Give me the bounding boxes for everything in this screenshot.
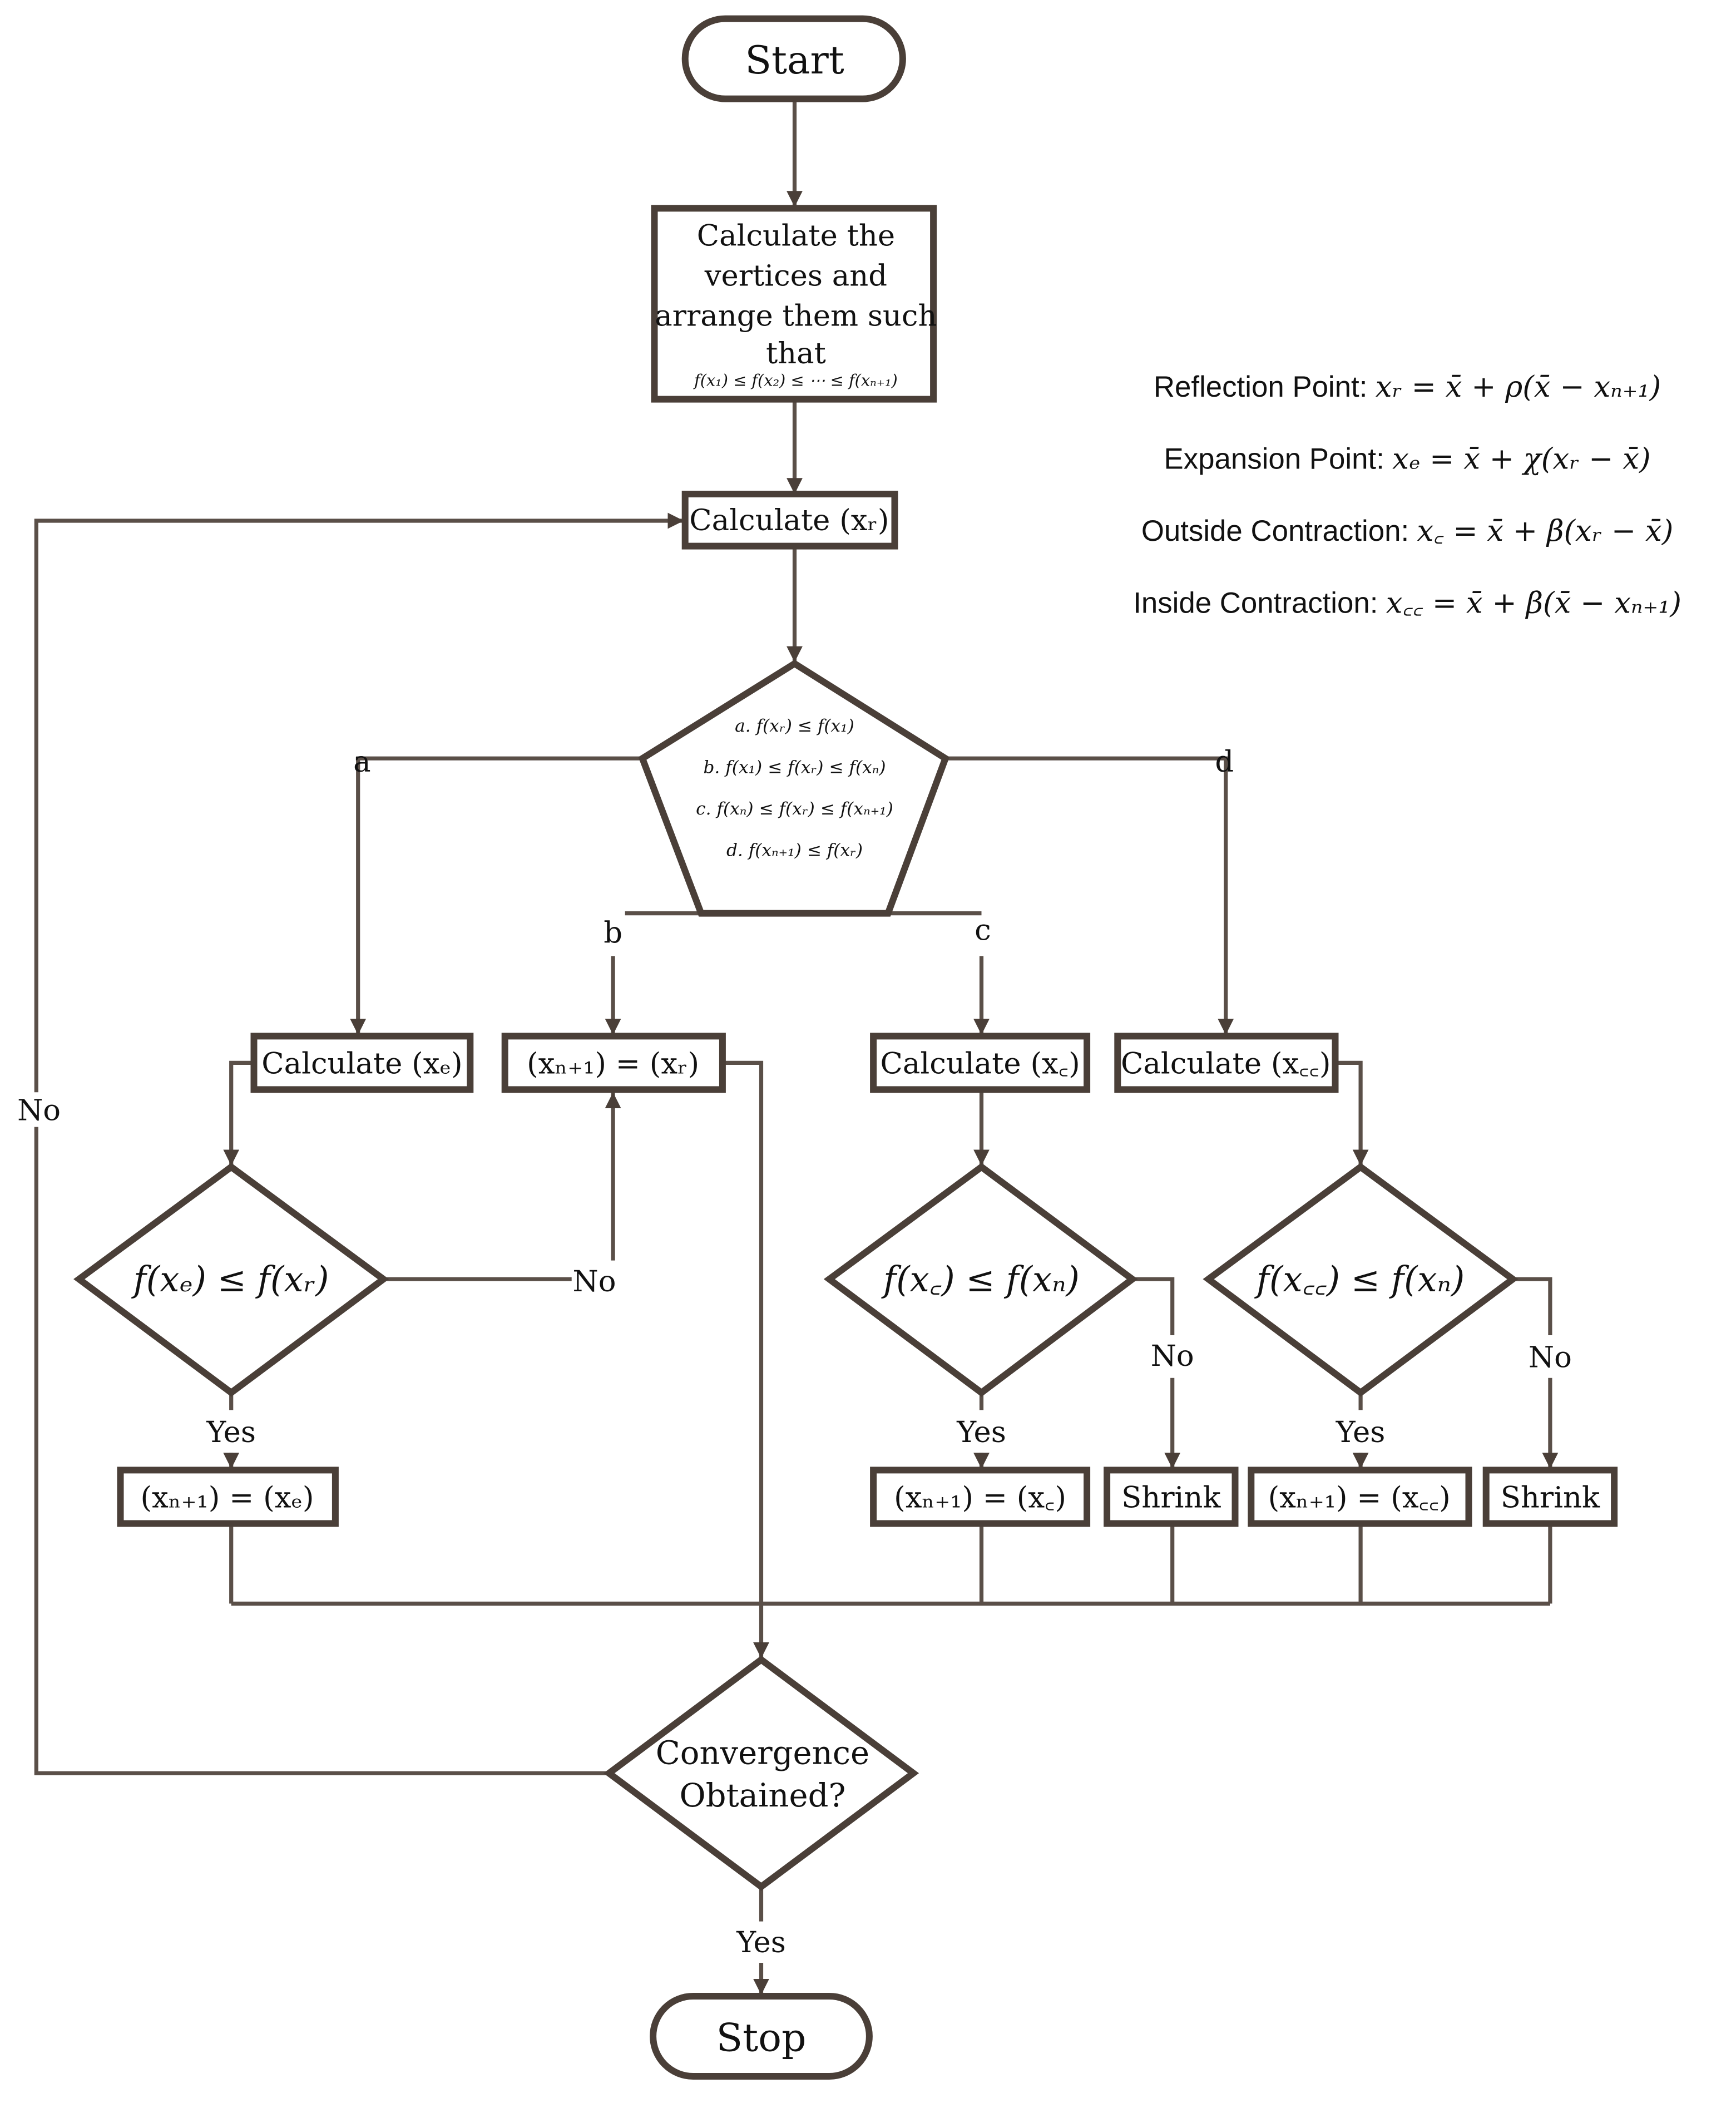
- formula-reflection: Reflection Point: xᵣ = x̄ + ρ(x̄ − xₙ₊₁): [1154, 370, 1661, 404]
- stop-node: Stop: [650, 1993, 873, 2080]
- accept-inside-process: [1248, 1467, 1472, 1527]
- accept-inside-node: (xₙ₊₁) = (x꜀꜀): [1248, 1467, 1472, 1527]
- reflection-process: [681, 491, 898, 550]
- edge-branch-a: [350, 756, 645, 1035]
- shrink-process-2: [1482, 1467, 1618, 1527]
- formula-reflection-eq: xᵣ = x̄ + ρ(x̄ − xₙ₊₁): [1376, 370, 1661, 404]
- shrink-process-1: [1104, 1467, 1239, 1527]
- label-no-inside: No: [1529, 1341, 1572, 1375]
- outside-test-diamond: [823, 1163, 1138, 1397]
- expansion-node: Calculate (xₑ): [250, 1033, 474, 1093]
- shrink-label-1: Shrink: [1121, 1481, 1221, 1515]
- label-no-outside: No: [1151, 1339, 1194, 1373]
- accept-expansion-node: (xₙ₊₁) = (xₑ): [117, 1467, 339, 1527]
- formula-inside-name: Inside Contraction:: [1133, 587, 1378, 620]
- expansion-label: Calculate (xₑ): [261, 1047, 462, 1081]
- condition-b: b. f(x₁) ≤ f(xᵣ) ≤ f(xₙ): [703, 758, 886, 778]
- formula-inside-eq: x꜀꜀ = x̄ + β(x̄ − xₙ₊₁): [1386, 586, 1681, 620]
- label-no-expansion: No: [573, 1265, 616, 1299]
- branch-label-b: b: [604, 916, 622, 950]
- outside-contraction-label: Calculate (x꜀): [881, 1047, 1080, 1081]
- label-yes-stop: Yes: [736, 1926, 786, 1959]
- formula-inside: Inside Contraction:x꜀꜀ = x̄ + β(x̄ − xₙ₊…: [1133, 586, 1681, 620]
- start-label: Start: [745, 38, 844, 83]
- init-process: [651, 205, 937, 403]
- formula-expansion: Expansion Point:xₑ = x̄ + χ(xᵣ − x̄): [1164, 442, 1651, 476]
- branch-label-c: c: [975, 914, 991, 947]
- formula-expansion-eq: xₑ = x̄ + χ(xᵣ − x̄): [1392, 442, 1650, 476]
- formula-legend: Reflection Point:xᵣ = x̄ + ρ(x̄ − xₙ₊₁) …: [1133, 370, 1681, 620]
- branch-label-a: a: [353, 745, 370, 779]
- formula-outside-eq: x꜀ = x̄ + β(xᵣ − x̄): [1417, 514, 1674, 548]
- formula-reflection-name: Reflection Point:: [1154, 371, 1367, 403]
- condition-c: c. f(xₙ) ≤ f(xᵣ) ≤ f(xₙ₊₁): [696, 799, 893, 819]
- inside-test-label: f(x꜀꜀) ≤ f(xₙ): [1254, 1259, 1465, 1300]
- convergence-diamond: [603, 1655, 919, 1891]
- accept-expansion-label: (xₙ₊₁) = (xₑ): [140, 1481, 314, 1515]
- inside-contraction-label: Calculate (x꜀꜀): [1121, 1047, 1331, 1081]
- accept-outside-node: (xₙ₊₁) = (x꜀): [870, 1467, 1091, 1527]
- stop-label: Stop: [716, 2015, 806, 2060]
- accept-reflection-process: [501, 1033, 726, 1093]
- outside-contraction-node: Calculate (x꜀): [870, 1033, 1091, 1093]
- expansion-test-diamond: [73, 1163, 389, 1397]
- shrink-node-1: Shrink: [1104, 1467, 1239, 1527]
- edge-to-convergence: [722, 1060, 769, 1658]
- inside-test-node: f(x꜀꜀) ≤ f(xₙ): [1203, 1163, 1519, 1397]
- inside-contraction-process: [1114, 1033, 1339, 1093]
- edge-loop-a: [34, 1127, 608, 1775]
- edge-outside-no: [1132, 1277, 1175, 1335]
- reflection-node: Calculate (xᵣ): [681, 491, 898, 550]
- label-yes-outside: Yes: [956, 1415, 1006, 1449]
- condition-node: a. f(xᵣ) ≤ f(x₁) b. f(x₁) ≤ f(xᵣ) ≤ f(xₙ…: [638, 659, 950, 917]
- start-node: Start: [681, 15, 906, 102]
- label-yes-inside: Yes: [1336, 1415, 1386, 1449]
- formula-outside-name: Outside Contraction:: [1141, 515, 1409, 547]
- accept-reflection-label: (xₙ₊₁) = (xᵣ): [527, 1047, 699, 1081]
- convergence-line-2: Obtained?: [679, 1777, 845, 1814]
- label-yes-expansion: Yes: [206, 1415, 256, 1449]
- outside-contraction-process: [870, 1033, 1091, 1093]
- accept-inside-label: (xₙ₊₁) = (x꜀꜀): [1268, 1481, 1451, 1515]
- shrink-label-2: Shrink: [1501, 1481, 1600, 1515]
- convergence-line-1: Convergence: [656, 1734, 869, 1771]
- init-line-2: vertices and: [704, 259, 887, 293]
- branch-label-d: d: [1215, 745, 1234, 779]
- edge-loop-b: [34, 512, 684, 1093]
- connectors: [34, 100, 1559, 1995]
- init-line-1: Calculate the: [697, 219, 895, 253]
- formula-expansion-name: Expansion Point:: [1164, 442, 1384, 475]
- convergence-node: Convergence Obtained?: [603, 1655, 919, 1891]
- outside-test-label: f(x꜀) ≤ f(xₙ): [881, 1259, 1080, 1300]
- accept-outside-label: (xₙ₊₁) = (x꜀): [894, 1481, 1066, 1515]
- condition-a: a. f(xᵣ) ≤ f(x₁): [735, 716, 854, 736]
- start-terminal: [681, 15, 906, 102]
- init-line-3: arrange them such: [655, 299, 937, 333]
- outside-test-node: f(x꜀) ≤ f(xₙ): [823, 1163, 1138, 1397]
- inside-contraction-node: Calculate (x꜀꜀): [1114, 1033, 1339, 1093]
- edge-inside-no: [1512, 1277, 1552, 1335]
- expansion-process: [250, 1033, 474, 1093]
- label-no-loop: No: [17, 1094, 61, 1128]
- init-node: Calculate the vertices and arrange them …: [651, 205, 937, 403]
- edge-inside-test: [1335, 1060, 1369, 1166]
- inside-test-diamond: [1203, 1163, 1519, 1397]
- stop-terminal: [650, 1993, 873, 2080]
- expansion-test-label: f(xₑ) ≤ f(xᵣ): [131, 1259, 329, 1300]
- formula-outside: Outside Contraction:x꜀ = x̄ + β(xᵣ − x̄): [1141, 514, 1674, 548]
- condition-pentagon: [638, 659, 950, 917]
- edge-branch-d: [945, 756, 1234, 1035]
- reflection-label: Calculate (xᵣ): [689, 503, 889, 537]
- accept-expansion-process: [117, 1467, 339, 1527]
- condition-d: d. f(xₙ₊₁) ≤ f(xᵣ): [726, 840, 863, 860]
- init-line-4: that: [766, 337, 826, 371]
- accept-reflection-node: (xₙ₊₁) = (xᵣ): [501, 1033, 726, 1093]
- accept-outside-process: [870, 1467, 1091, 1527]
- init-condition: f(x₁) ≤ f(x₂) ≤ ⋯ ≤ f(xₙ₊₁): [693, 371, 898, 390]
- expansion-test-node: f(xₑ) ≤ f(xᵣ): [73, 1163, 389, 1397]
- edge-expansion-test: [223, 1060, 254, 1166]
- shrink-node-2: Shrink: [1482, 1467, 1618, 1527]
